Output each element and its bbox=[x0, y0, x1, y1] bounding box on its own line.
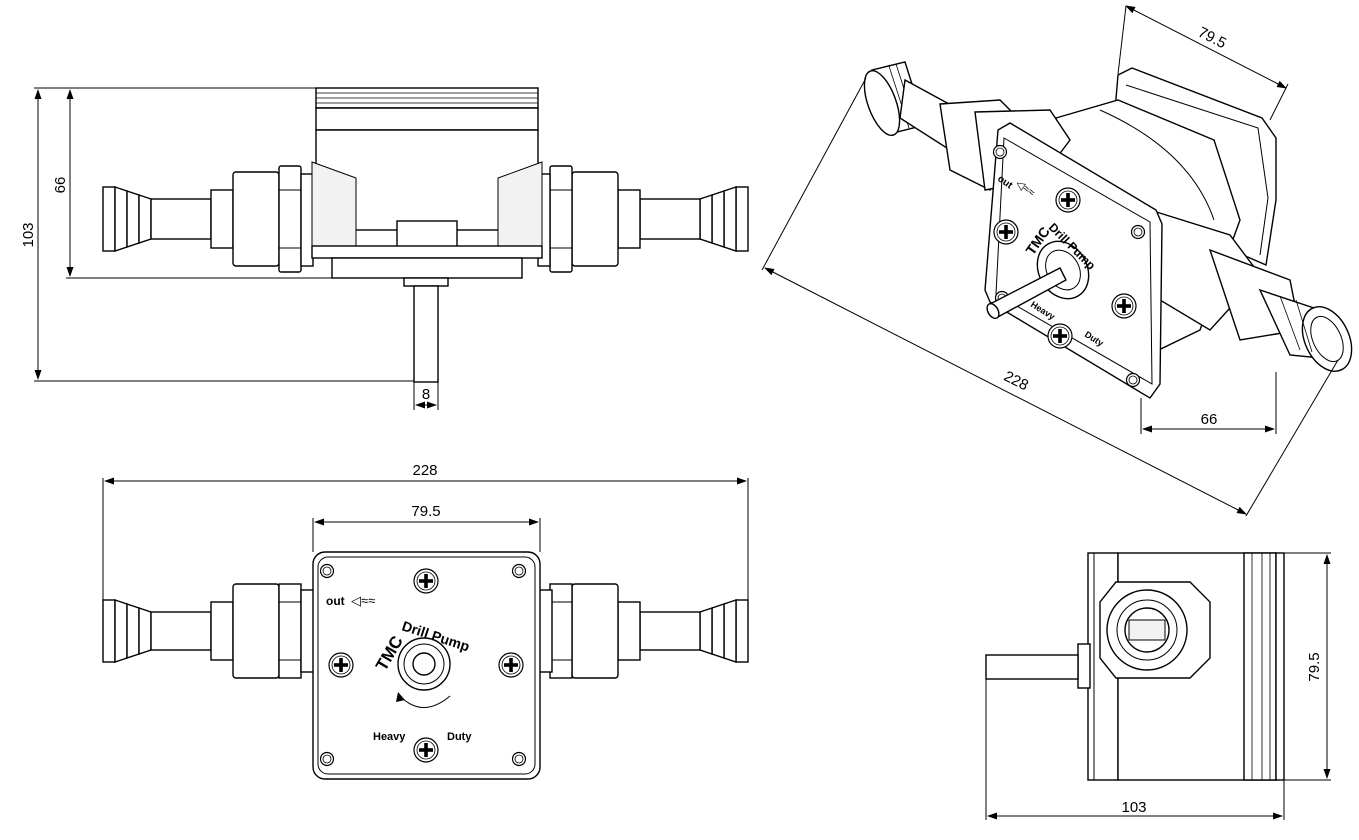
front-view: out ◁≈≈ TMC Drill Pump Heavy Duty 228 79… bbox=[102, 462, 749, 780]
side-dim-8: 8 bbox=[422, 386, 430, 403]
front-duty-label: Duty bbox=[447, 731, 472, 743]
front-screw-bottom bbox=[413, 737, 439, 763]
side-right-hose-barb bbox=[537, 165, 749, 273]
end-dim-103: 103 bbox=[1121, 799, 1146, 816]
front-dim-79-5: 79.5 bbox=[411, 503, 440, 520]
front-right-hose-barb bbox=[537, 583, 749, 679]
front-screw-right bbox=[498, 652, 524, 678]
front-heavy-label: Heavy bbox=[373, 731, 406, 743]
front-outlet-arrow-icon: ◁≈≈ bbox=[351, 593, 375, 608]
end-dim-79-5: 79.5 bbox=[1306, 652, 1323, 681]
front-faceplate: out ◁≈≈ TMC Drill Pump Heavy Duty bbox=[312, 551, 541, 780]
iso-dim-79-5: 79.5 bbox=[1195, 24, 1229, 52]
end-drive-shaft bbox=[985, 654, 1079, 680]
side-dim-103: 103 bbox=[20, 222, 37, 247]
side-left-hose-barb bbox=[102, 165, 314, 273]
iso-screw-left bbox=[993, 219, 1019, 245]
front-outlet-label: out bbox=[326, 594, 345, 608]
end-view: 79.5 103 bbox=[985, 552, 1331, 820]
iso-dim-66: 66 bbox=[1201, 411, 1218, 428]
iso-screw-top bbox=[1055, 187, 1081, 213]
side-drive-shaft bbox=[413, 285, 439, 383]
front-screw-left bbox=[328, 652, 354, 678]
side-pump-body bbox=[311, 87, 543, 287]
iso-screw-right bbox=[1111, 293, 1137, 319]
front-left-hose-barb bbox=[102, 583, 316, 679]
front-screw-top bbox=[413, 568, 439, 594]
front-dim-228: 228 bbox=[412, 462, 437, 479]
isometric-view: out ◁≈≈ TMC Drill Pump Heavy Duty 79.5 2… bbox=[761, 5, 1353, 517]
iso-screw-bottom bbox=[1047, 323, 1073, 349]
side-view: 103 66 8 bbox=[20, 87, 749, 410]
iso-dim-228: 228 bbox=[1001, 368, 1031, 395]
side-dim-66: 66 bbox=[52, 177, 69, 194]
